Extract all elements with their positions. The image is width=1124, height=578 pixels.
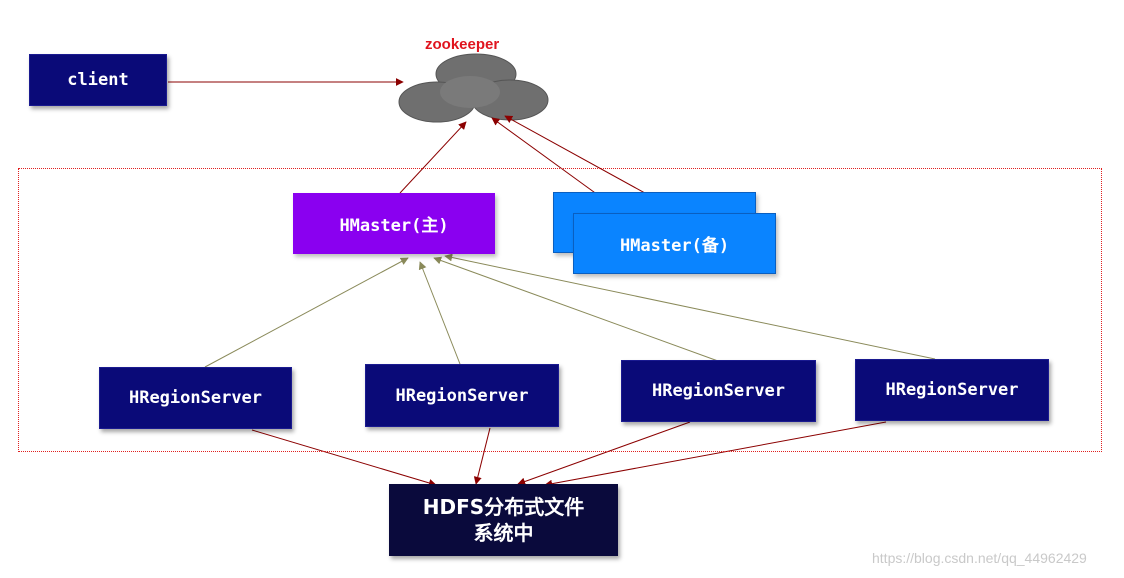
hmaster-primary-label: HMaster(主) [339, 216, 449, 236]
arrow-hmaster-primary-to-zookeeper [399, 121, 467, 194]
arrow-rs3-to-hdfs [517, 421, 691, 486]
hmaster-backup-box[interactable]: HMaster(备) [573, 213, 776, 274]
zookeeper-cloud-icon [398, 53, 549, 123]
arrow-rs4-to-hmaster [444, 253, 936, 360]
arrow-rs1-to-hdfs [251, 429, 437, 487]
client-box[interactable]: client [29, 54, 167, 106]
region-server-label: HRegionServer [651, 381, 786, 401]
zookeeper-label: zookeeper [425, 36, 500, 53]
client-label: client [67, 70, 129, 90]
region-server-box[interactable]: HRegionServer [99, 367, 292, 429]
arrow-hmaster-backup-a-to-zookeeper [491, 117, 599, 196]
hbase-cluster-frame [18, 168, 1102, 452]
hdfs-box[interactable]: HDFS分布式文件 系统中 [389, 484, 618, 556]
arrow-rs4-to-hdfs [544, 421, 887, 488]
hdfs-label-line2: 系统中 [473, 521, 534, 545]
region-server-label: HRegionServer [885, 380, 1019, 400]
hmaster-primary-box[interactable]: HMaster(主) [293, 193, 495, 254]
arrow-rs3-to-hmaster [433, 256, 719, 362]
region-server-box[interactable]: HRegionServer [855, 359, 1049, 421]
arrow-rs2-to-hmaster [418, 261, 461, 365]
arrow-rs2-to-hdfs [473, 427, 491, 485]
region-server-label: HRegionServer [128, 388, 263, 408]
region-server-box[interactable]: HRegionServer [365, 364, 559, 427]
arrow-rs1-to-hmaster [204, 257, 409, 368]
watermark-url: https://blog.csdn.net/qq_44962429 [872, 550, 1087, 566]
hdfs-label-line1: HDFS分布式文件 [422, 495, 585, 519]
region-server-box[interactable]: HRegionServer [621, 360, 816, 422]
region-server-label: HRegionServer [395, 385, 529, 406]
hmaster-backup-label: HMaster(备) [619, 236, 730, 256]
